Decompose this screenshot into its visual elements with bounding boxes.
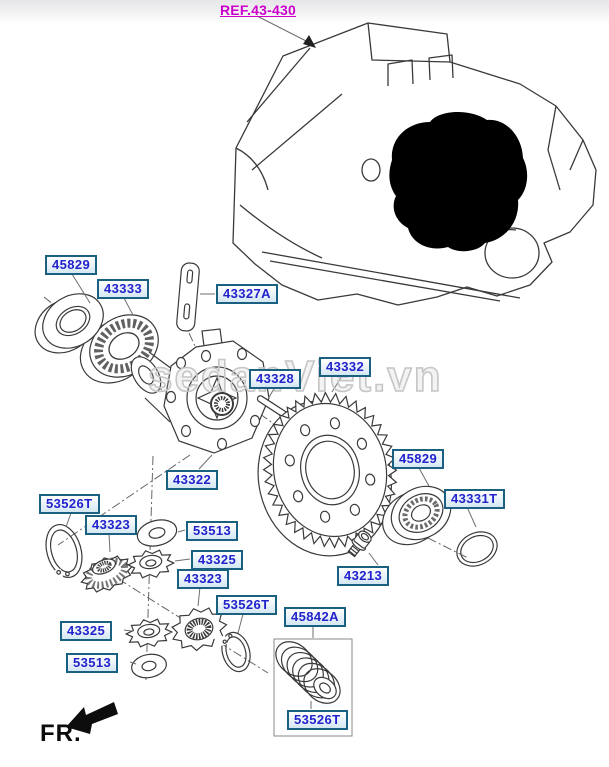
part-label-53526T-middle[interactable]: 53526T [216, 595, 277, 615]
part-label-53513-upper[interactable]: 53513 [186, 521, 239, 541]
part-label-43333[interactable]: 43333 [97, 279, 150, 299]
part-shaft-43327A [176, 262, 200, 332]
part-label-43332[interactable]: 43332 [319, 357, 372, 377]
part-label-43328[interactable]: 43328 [249, 369, 302, 389]
leader-lines [65, 15, 477, 709]
part-label-53526T-bottom[interactable]: 53526T [287, 710, 348, 730]
part-label-45829-top-left[interactable]: 45829 [45, 255, 98, 275]
part-snap-ring-53526T-middle [214, 631, 251, 673]
part-label-43331T[interactable]: 43331T [444, 489, 505, 509]
part-snap-ring-43331T [456, 531, 498, 567]
part-label-53513-lower[interactable]: 53513 [66, 653, 119, 673]
part-spacer-set-45842A-box [273, 638, 353, 737]
fr-indicator: FR. [40, 702, 118, 747]
part-ball-bearing-45829-right [382, 485, 452, 546]
part-pinion-gear-43325-lower [124, 618, 174, 648]
part-label-43323-upper[interactable]: 43323 [85, 515, 138, 535]
ref-link[interactable]: REF.43-430 [220, 2, 296, 18]
ref-leader-arrow-icon [303, 35, 316, 48]
part-side-gear-43323-lower [171, 607, 228, 652]
part-oil-seal-45829-left [34, 293, 104, 354]
fr-direction-arrow-icon [66, 702, 118, 734]
part-side-bevel-gear-43323-upper [80, 555, 134, 593]
part-label-43323-lower[interactable]: 43323 [177, 569, 230, 589]
part-label-45829-right[interactable]: 45829 [392, 449, 445, 469]
case-opening-silhouette [389, 111, 528, 252]
part-thrust-washer-53513-upper [136, 519, 178, 547]
part-label-43322[interactable]: 43322 [166, 470, 219, 490]
part-final-drive-gear-43332 [257, 391, 398, 557]
part-bolt-43213 [347, 530, 372, 558]
transmission-case-drawing [232, 22, 597, 306]
part-label-43325-lower[interactable]: 43325 [60, 621, 113, 641]
part-label-43325-upper[interactable]: 43325 [191, 550, 244, 570]
part-pinion-gear-43325-upper [126, 549, 176, 579]
part-differential-case-43322 [130, 328, 270, 454]
part-label-43327A[interactable]: 43327A [216, 284, 278, 304]
part-label-53526T-left[interactable]: 53526T [39, 494, 100, 514]
part-snap-ring-53526T-left [45, 524, 83, 582]
part-thrust-washer-53513-lower [131, 653, 167, 679]
scan-gradient [0, 0, 609, 24]
part-label-45842A[interactable]: 45842A [284, 607, 346, 627]
part-label-43213[interactable]: 43213 [337, 566, 390, 586]
